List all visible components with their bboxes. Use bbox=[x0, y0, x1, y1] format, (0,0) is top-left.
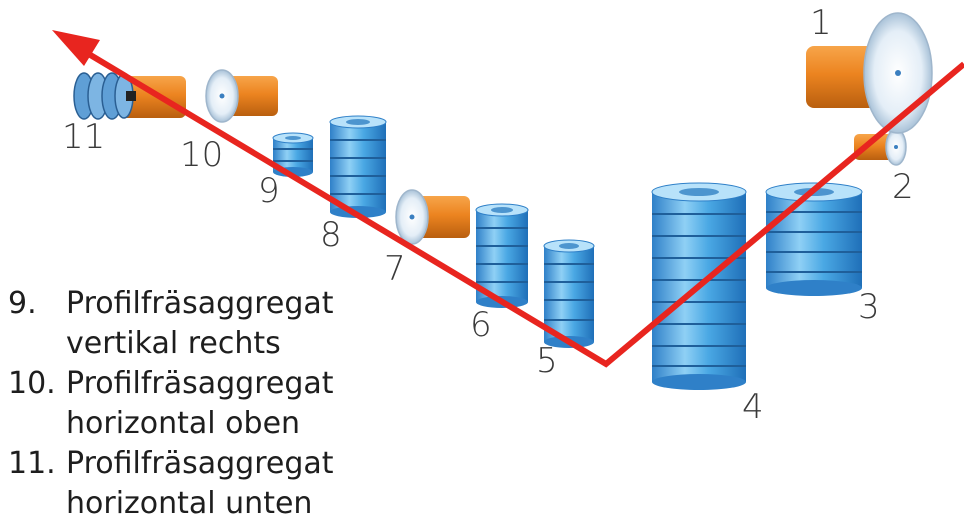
path-line bbox=[70, 41, 964, 368]
legend-item: 11. Profilfräsaggregat horizontal unten bbox=[8, 444, 338, 524]
station-3 bbox=[765, 182, 863, 296]
label-station-3: 3 bbox=[858, 287, 880, 327]
legend-line: horizontal oben bbox=[66, 406, 301, 441]
label-station-8: 8 bbox=[320, 215, 342, 255]
legend-line: vertikal rechts bbox=[66, 326, 281, 361]
cutter-stack-icon bbox=[543, 239, 595, 348]
station-5 bbox=[543, 239, 595, 348]
label-station-2: 2 bbox=[892, 167, 914, 207]
legend-item: 10. Profilfräsaggregat horizontal oben bbox=[8, 364, 338, 444]
label-station-5: 5 bbox=[536, 341, 558, 381]
label-station-10: 10 bbox=[180, 135, 223, 175]
legend-item: 9. Profilfräsaggregat vertikal rechts bbox=[8, 284, 338, 364]
station-8 bbox=[329, 115, 387, 218]
legend-number: 9. bbox=[8, 286, 37, 321]
legend-line: Profilfräsaggregat bbox=[66, 446, 334, 481]
station-6 bbox=[475, 203, 529, 308]
label-station-7: 7 bbox=[384, 249, 406, 289]
station-7 bbox=[395, 189, 470, 245]
motor-icon bbox=[118, 76, 186, 118]
station-11 bbox=[73, 72, 186, 120]
label-station-9: 9 bbox=[258, 171, 280, 211]
arrowhead-icon bbox=[52, 30, 100, 66]
legend-line: Profilfräsaggregat bbox=[66, 286, 334, 321]
station-10 bbox=[205, 69, 278, 123]
legend-number: 11. bbox=[8, 446, 56, 481]
station-2 bbox=[854, 128, 907, 166]
process-diagram: 1 2 3 4 5 6 7 8 9 10 11 bbox=[52, 3, 964, 427]
cutter-stack-icon bbox=[329, 115, 387, 218]
workflow-path bbox=[52, 30, 964, 368]
cutter-stack-icon bbox=[475, 203, 529, 308]
label-station-4: 4 bbox=[742, 387, 764, 427]
label-station-11: 11 bbox=[62, 117, 105, 157]
legend-line: Profilfräsaggregat bbox=[66, 366, 334, 401]
label-station-1: 1 bbox=[810, 3, 832, 43]
legend: 9. Profilfräsaggregat vertikal rechts 10… bbox=[8, 284, 338, 524]
cutter-stack-icon bbox=[73, 72, 136, 120]
legend-line: horizontal unten bbox=[66, 486, 313, 521]
label-station-6: 6 bbox=[470, 305, 492, 345]
cutter-stack-icon bbox=[765, 182, 863, 296]
legend-number: 10. bbox=[8, 366, 56, 401]
